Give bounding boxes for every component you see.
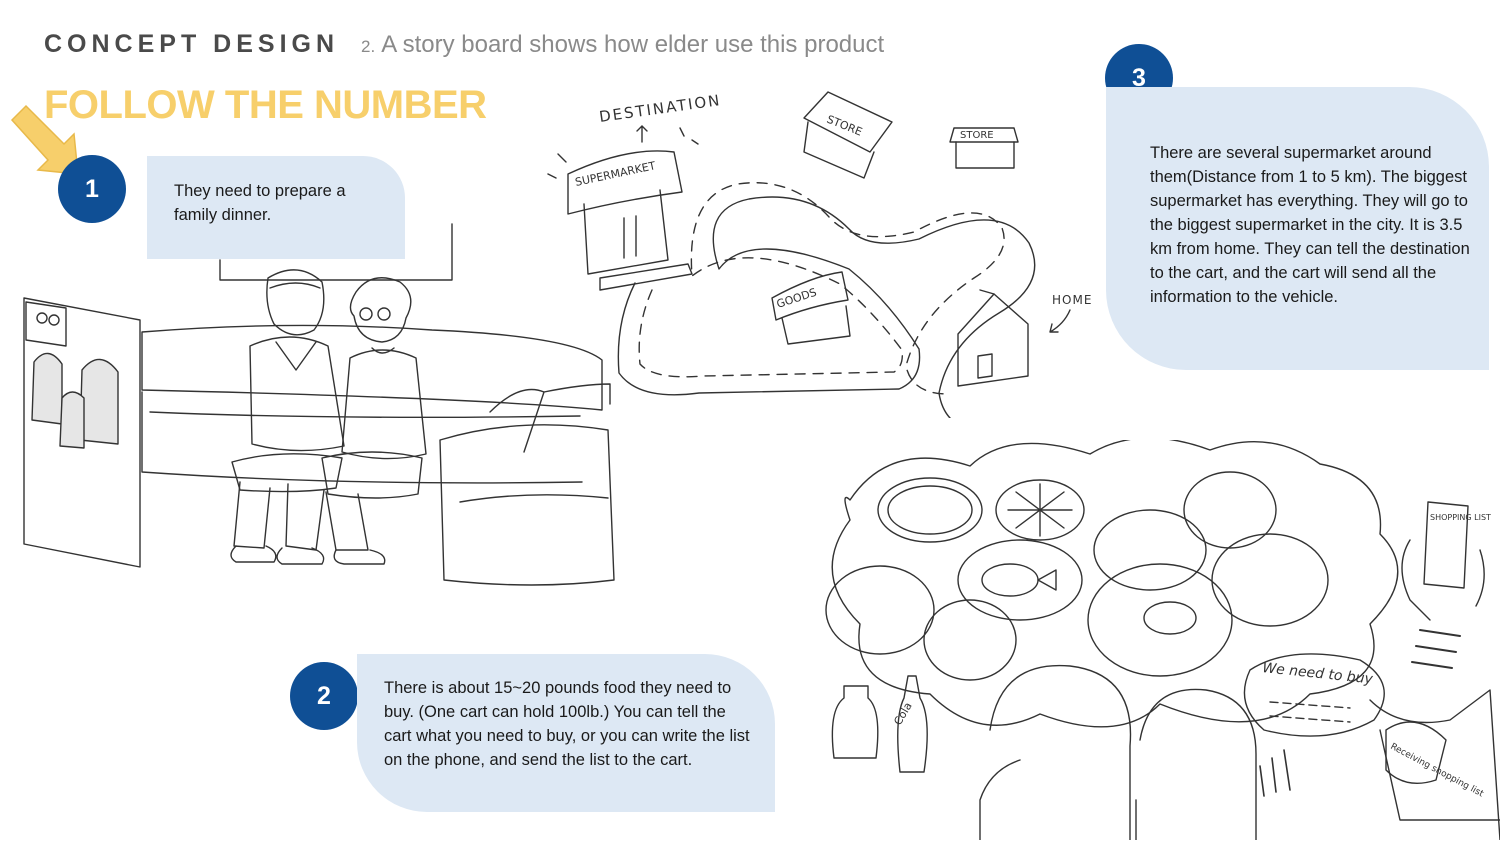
speech-bubble-icon	[1243, 653, 1385, 737]
shopping-list-label: SHOPPING LIST	[1430, 513, 1491, 522]
bottles-icon: Cola	[831, 675, 928, 773]
subtitle-number: 2.	[361, 37, 376, 56]
step-2-bubble: There is about 15~20 pounds food they ne…	[357, 654, 775, 812]
thought-cloud-icon	[831, 440, 1399, 728]
thought-text: We need to buy	[1262, 660, 1375, 688]
step-3-bubble: There are several supermarket around the…	[1106, 87, 1489, 370]
home-icon	[957, 289, 1029, 387]
header: CONCEPT DESIGN 2. A story board shows how…	[44, 30, 884, 59]
cola-label: Cola	[891, 700, 914, 727]
yellow-arrow-icon	[10, 104, 79, 175]
supermarket-icon: SUPERMARKET	[567, 150, 693, 291]
store-1-label: STORE	[825, 113, 864, 139]
elderly-woman-icon	[321, 277, 427, 565]
supermarket-label: SUPERMARKET	[574, 159, 657, 189]
follow-title: FOLLOW THE NUMBER	[44, 83, 487, 127]
step-3-text: There are several supermarket around the…	[1150, 144, 1470, 306]
subtitle-text: A story board shows how elder use this p…	[381, 31, 885, 58]
living-room-sketch	[23, 269, 615, 586]
step-badge-1: 1	[58, 155, 126, 223]
person-head-2-icon	[1139, 688, 1257, 840]
store-2-label: STORE	[960, 130, 994, 141]
store-2-icon: STORE	[949, 127, 1019, 169]
step-1-text: They need to prepare a family dinner.	[174, 182, 346, 224]
person-head-1-icon	[989, 664, 1132, 840]
sofa-icon	[141, 324, 603, 484]
bubble-1-connector	[219, 223, 453, 281]
food-plates-icon	[825, 471, 1329, 681]
store-1-icon: STORE	[803, 91, 893, 179]
road-icon	[617, 182, 1036, 418]
armchair-icon	[439, 383, 615, 586]
step-1-bubble: They need to prepare a family dinner.	[147, 156, 405, 259]
food-thought-sketch: Cola We need to buy SHOPPING LIST Receiv…	[825, 440, 1500, 840]
receiving-label: Receiving shopping list	[1389, 742, 1486, 800]
tv-icon	[23, 297, 141, 568]
step-badge-2: 2	[290, 662, 358, 730]
home-label: HOME	[1052, 293, 1092, 307]
header-title: CONCEPT DESIGN	[44, 30, 340, 58]
step-2-text: There is about 15~20 pounds food they ne…	[384, 679, 750, 769]
cart-receiving-icon: Receiving shopping list	[1369, 689, 1500, 840]
phone-shopping-list-icon: SHOPPING LIST	[1401, 501, 1491, 669]
header-subtitle: 2. A story board shows how elder use this…	[361, 31, 884, 59]
destination-label: DESTINATION	[598, 91, 722, 126]
route-map-sketch: DESTINATION SUPERMARKET STORE STORE GOOD…	[547, 91, 1092, 418]
elderly-man-icon	[230, 269, 345, 565]
